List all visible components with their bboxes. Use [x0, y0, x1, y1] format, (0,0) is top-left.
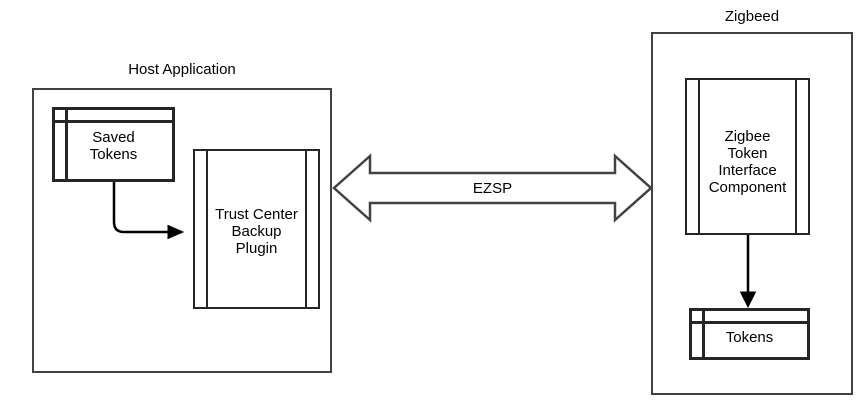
- host-application-container: [32, 88, 332, 373]
- label-line: Tokens: [89, 145, 138, 163]
- storage-top-divider: [692, 321, 807, 324]
- label-line: Tokens: [725, 328, 774, 346]
- label-line: Trust Center: [215, 205, 298, 223]
- tokens-node-label: Tokens: [692, 311, 807, 357]
- label-line: Zigbee: [724, 127, 771, 145]
- zigbee-token-interface-component-label: Zigbee Token Interface Component: [687, 80, 808, 233]
- label-line: Token: [727, 144, 768, 162]
- tokens-node: Tokens: [689, 308, 810, 360]
- label-line: Interface: [718, 161, 777, 179]
- storage-left-divider: [65, 110, 68, 179]
- zigbeed-label: Zigbeed: [724, 8, 780, 25]
- process-left-stripe: [206, 151, 208, 307]
- trust-center-backup-plugin-label: Trust Center Backup Plugin: [195, 151, 318, 307]
- process-left-stripe: [698, 80, 700, 233]
- process-right-stripe: [305, 151, 307, 307]
- label-line: Component: [708, 178, 787, 196]
- process-right-stripe: [795, 80, 797, 233]
- label-line: Plugin: [235, 239, 278, 257]
- zigbeed-container: [651, 32, 853, 395]
- host-application-label: Host Application: [128, 61, 236, 78]
- ezsp-label: EZSP: [472, 180, 513, 197]
- saved-tokens-node: Saved Tokens: [52, 107, 175, 182]
- zigbee-token-interface-component-node: Zigbee Token Interface Component: [685, 78, 810, 235]
- saved-tokens-to-plugin-arrowhead: [167, 224, 185, 240]
- storage-left-divider: [702, 311, 705, 357]
- trust-center-backup-plugin-node: Trust Center Backup Plugin: [193, 149, 320, 309]
- saved-tokens-node-label: Saved Tokens: [55, 110, 172, 179]
- saved-tokens-to-plugin-arrow: [112, 182, 168, 234]
- label-line: Backup: [231, 222, 282, 240]
- label-line: Saved: [92, 128, 135, 146]
- storage-top-divider: [55, 120, 172, 123]
- component-to-tokens-arrowhead: [739, 291, 757, 309]
